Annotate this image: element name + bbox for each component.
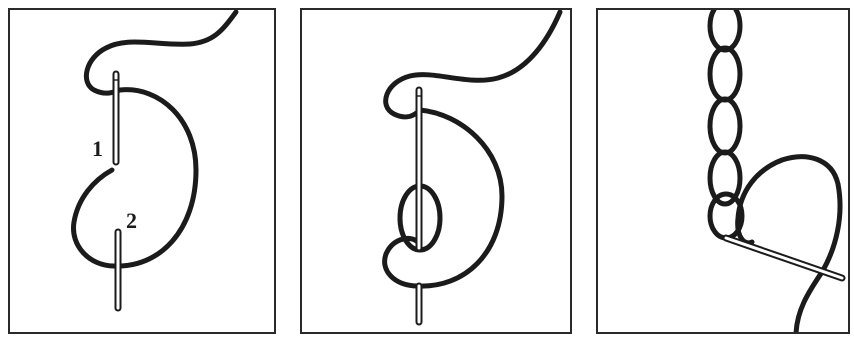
step-3-illustration: [598, 10, 850, 334]
needle-icon: [726, 238, 842, 278]
step-1-panel: 1 2: [8, 8, 276, 334]
step-3-panel: [596, 8, 850, 334]
needle-icon: [114, 74, 118, 162]
chain-stitch-icon: [710, 10, 742, 238]
point-1-label: 1: [92, 138, 103, 160]
step-2-panel: [300, 8, 572, 334]
needle-icon: [417, 90, 421, 248]
point-2-label: 2: [126, 210, 137, 232]
step-2-illustration: [302, 10, 572, 334]
step-1-illustration: [10, 10, 276, 334]
